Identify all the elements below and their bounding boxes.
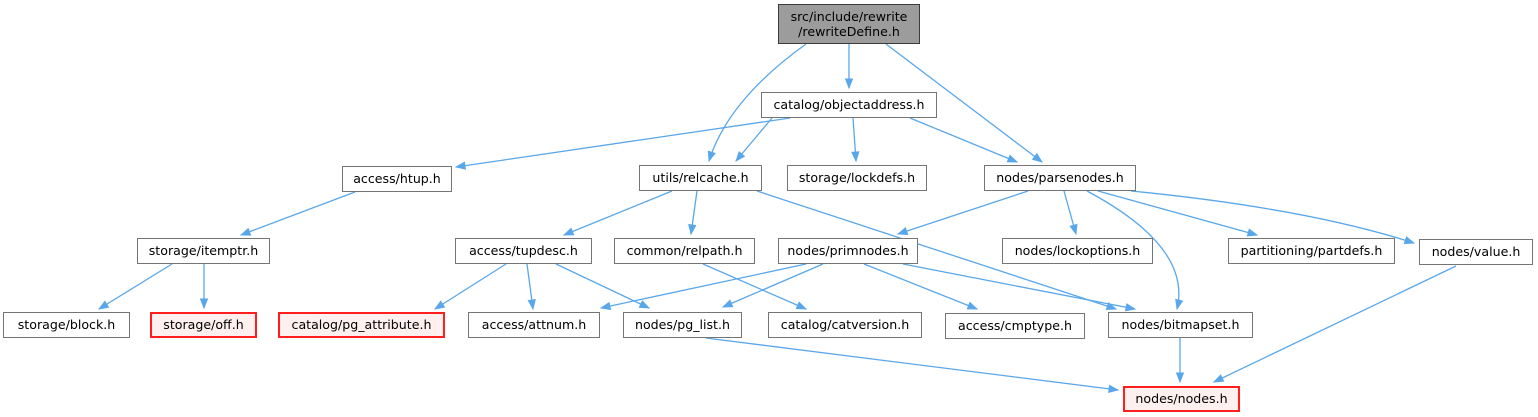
edge-itemptr-to-block	[97, 263, 173, 310]
node-objectaddress[interactable]: catalog/objectaddress.h	[761, 92, 937, 118]
edge-relcache-to-tupdesc	[562, 190, 673, 236]
edge-parsenodes-to-primnodes	[896, 190, 1029, 236]
node-htup[interactable]: access/htup.h	[342, 166, 452, 192]
edge-relcache-to-bitmapset	[756, 190, 1118, 311]
node-parsenodes[interactable]: nodes/parsenodes.h	[984, 165, 1136, 191]
edge-primnodes-to-pg_list	[721, 263, 824, 308]
node-off[interactable]: storage/off.h	[150, 312, 257, 338]
node-value[interactable]: nodes/value.h	[1419, 239, 1533, 265]
edge-tupdesc-to-pg_list	[555, 263, 651, 309]
edge-value-to-nodes	[1212, 265, 1457, 383]
edge-relcache-to-relpath	[688, 190, 698, 236]
edge-root-to-parsenodes	[885, 43, 1043, 163]
edge-parsenodes-to-lockoptions	[1063, 190, 1078, 236]
node-nodes[interactable]: nodes/nodes.h	[1123, 386, 1240, 412]
edge-htup-to-itemptr	[239, 191, 356, 236]
edge-objectaddress-to-relcache	[735, 117, 773, 162]
node-itemptr[interactable]: storage/itemptr.h	[137, 238, 270, 264]
edge-objectaddress-to-lockdefs	[851, 117, 860, 163]
edge-pg_list-to-nodes	[705, 337, 1120, 393]
node-partdefs[interactable]: partitioning/partdefs.h	[1228, 238, 1395, 264]
edge-parsenodes-to-bitmapset	[1086, 190, 1184, 311]
edge-primnodes-to-bitmapset	[902, 263, 1137, 312]
node-block[interactable]: storage/block.h	[3, 312, 130, 338]
node-cmptype[interactable]: access/cmptype.h	[945, 313, 1085, 339]
edge-parsenodes-to-value	[1130, 190, 1416, 245]
edge-objectaddress-to-htup	[454, 117, 791, 170]
node-catversion[interactable]: catalog/catversion.h	[768, 312, 922, 338]
node-lockoptions[interactable]: nodes/lockoptions.h	[1002, 238, 1153, 264]
edge-tupdesc-to-attnum	[526, 263, 536, 311]
node-root: src/include/rewrite /rewriteDefine.h	[778, 4, 920, 44]
edge-tupdesc-to-pg_attribute	[433, 263, 507, 310]
edge-primnodes-to-cmptype	[863, 263, 979, 310]
node-relpath[interactable]: common/relpath.h	[614, 238, 755, 264]
edge-objectaddress-to-parsenodes	[909, 117, 1019, 163]
node-bitmapset[interactable]: nodes/bitmapset.h	[1108, 312, 1253, 338]
node-pg_attribute[interactable]: catalog/pg_attribute.h	[278, 312, 445, 338]
node-primnodes[interactable]: nodes/primnodes.h	[778, 238, 918, 264]
edge-relpath-to-catversion	[702, 263, 808, 310]
edge-primnodes-to-attnum	[599, 263, 807, 311]
node-relcache[interactable]: utils/relcache.h	[639, 165, 762, 191]
node-tupdesc[interactable]: access/tupdesc.h	[455, 238, 592, 264]
edge-root-to-relcache	[707, 43, 807, 163]
node-attnum[interactable]: access/attnum.h	[468, 312, 600, 338]
node-lockdefs[interactable]: storage/lockdefs.h	[787, 165, 927, 191]
node-pg_list[interactable]: nodes/pg_list.h	[623, 312, 742, 338]
edge-parsenodes-to-partdefs	[1097, 190, 1259, 237]
